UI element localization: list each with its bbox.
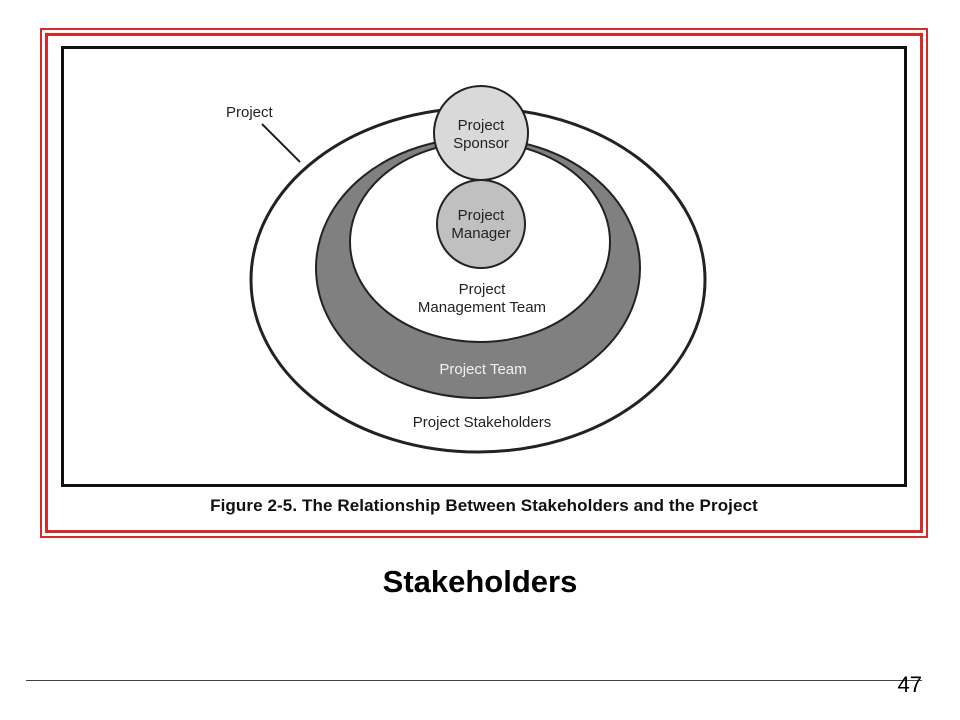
figure-frame-inner-line <box>47 35 921 531</box>
footer-divider <box>26 680 922 681</box>
slide-title: Stakeholders <box>382 564 578 599</box>
manager-label-line2: Manager <box>451 225 510 242</box>
project-stakeholders-label: Project Stakeholders <box>413 414 551 431</box>
project-manager-circle <box>436 179 526 269</box>
page-number: 47 <box>897 672 922 697</box>
sponsor-label-line1: Project <box>458 117 506 134</box>
project-label: Project <box>226 104 274 121</box>
project-pointer-line <box>261 123 301 163</box>
figure-frame-inner-border <box>45 33 923 533</box>
management-team-label-line2: Management Team <box>418 299 546 316</box>
project-team-label: Project Team <box>439 361 526 378</box>
figure-caption: Figure 2-5. The Relationship Between Sta… <box>210 496 758 515</box>
management-team-label-line1: Project <box>459 281 507 298</box>
project-sponsor-circle <box>433 85 529 181</box>
manager-label-line1: Project <box>458 207 506 224</box>
sponsor-label-line2: Sponsor <box>453 135 509 152</box>
